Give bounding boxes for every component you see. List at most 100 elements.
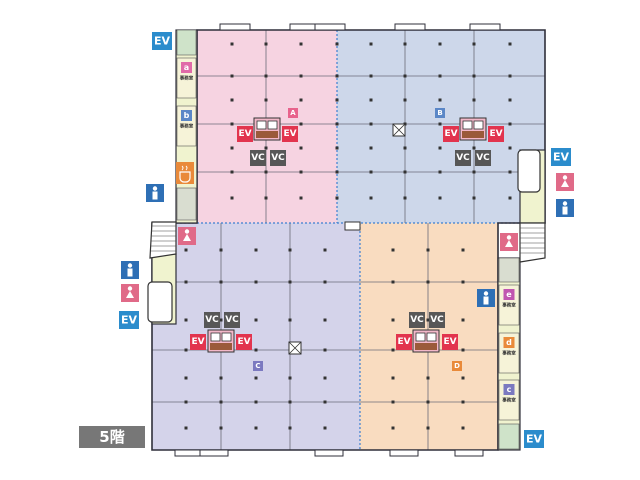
female-restroom-icon-head	[562, 175, 568, 180]
column	[299, 42, 303, 46]
column	[508, 42, 512, 46]
column	[219, 400, 223, 404]
column	[438, 146, 442, 150]
ev-label: EV	[191, 337, 204, 347]
male-restroom-icon-body	[483, 296, 489, 305]
column	[264, 146, 268, 150]
vc-label: VC	[251, 153, 265, 163]
column	[472, 98, 476, 102]
column	[288, 426, 292, 430]
column	[508, 146, 512, 150]
column	[369, 122, 373, 126]
male-restroom-icon-body	[152, 191, 158, 200]
ev-label-bg	[442, 334, 458, 350]
column	[461, 318, 465, 322]
cafe-steam	[181, 165, 188, 171]
vc-label: VC	[476, 153, 490, 163]
vc-label-bg	[224, 312, 240, 328]
male-restroom-icon-head	[562, 201, 568, 206]
column	[288, 376, 292, 380]
elevator-car	[462, 120, 473, 130]
vc-label-bg	[204, 312, 220, 328]
zone-b-area	[337, 30, 545, 223]
column	[230, 74, 234, 78]
elevator-car	[415, 332, 426, 342]
column	[184, 248, 188, 252]
ev-label: EV	[443, 337, 456, 347]
column	[508, 196, 512, 200]
column	[264, 98, 268, 102]
zone-label-d: D	[454, 362, 460, 370]
column	[335, 196, 339, 200]
column	[219, 248, 223, 252]
window	[174, 449, 204, 457]
column	[219, 376, 223, 380]
column	[461, 348, 465, 352]
ev-label: EV	[283, 129, 296, 139]
west-ev-room	[176, 29, 197, 56]
column	[369, 98, 373, 102]
column	[391, 400, 395, 404]
column	[323, 348, 327, 352]
office-letter-a: a	[184, 63, 189, 72]
window	[314, 23, 346, 31]
ev-label: EV	[237, 337, 250, 347]
column	[438, 74, 442, 78]
column	[426, 248, 430, 252]
column	[472, 146, 476, 150]
zone-label-d-bg	[452, 361, 462, 371]
ev-label: EV	[444, 129, 457, 139]
office-letter-d-bg	[503, 337, 515, 348]
column	[184, 318, 188, 322]
ev-label-bg	[152, 32, 172, 50]
ev-label: EV	[154, 35, 171, 48]
vc-label-bg	[429, 312, 445, 328]
column	[426, 318, 430, 322]
column	[254, 426, 258, 430]
ev-label-bg	[237, 126, 253, 142]
column	[426, 426, 430, 430]
window	[219, 23, 251, 31]
column	[323, 400, 327, 404]
elevator-car	[221, 332, 232, 342]
ev-label: EV	[238, 129, 251, 139]
column	[288, 248, 292, 252]
zones-layer	[152, 30, 545, 450]
column	[254, 248, 258, 252]
column	[391, 376, 395, 380]
ev-label: EV	[526, 433, 543, 446]
zone-label-c-bg	[253, 361, 263, 371]
male-restroom-icon-body	[127, 268, 133, 277]
office-label: 事務室	[502, 397, 516, 404]
west-restroom-block	[176, 187, 197, 221]
column	[323, 248, 327, 252]
zone-c-area	[152, 223, 360, 450]
column	[219, 280, 223, 284]
zone-label-c: C	[255, 362, 260, 370]
ev-label-bg	[488, 126, 504, 142]
column	[219, 318, 223, 322]
male-restroom-icon-head	[152, 186, 158, 191]
column	[438, 42, 442, 46]
ev-label-bg	[282, 126, 298, 142]
shaft-cross	[392, 123, 406, 137]
column	[323, 280, 327, 284]
column	[508, 122, 512, 126]
office-label: 事務室	[180, 123, 194, 130]
column	[288, 280, 292, 284]
column	[391, 426, 395, 430]
column	[508, 74, 512, 78]
office-letter-b: b	[184, 111, 190, 120]
office-letter-d: d	[506, 338, 512, 347]
elevator-car	[267, 120, 278, 130]
elevator-car	[256, 120, 267, 130]
elevator-car	[210, 332, 221, 342]
hatch	[210, 343, 232, 350]
column	[323, 318, 327, 322]
elevator-car	[426, 332, 437, 342]
male-restroom-icon-head	[483, 291, 489, 296]
window	[199, 449, 229, 457]
column	[426, 280, 430, 284]
